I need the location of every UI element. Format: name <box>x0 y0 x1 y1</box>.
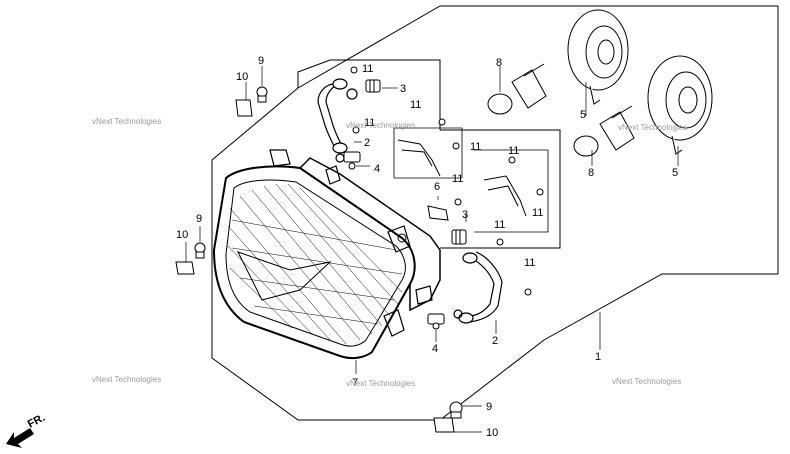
callout-11-h: 11 <box>494 219 505 231</box>
callout-10-upper: 10 <box>236 71 248 83</box>
callout-11-b: 11 <box>364 117 375 129</box>
callout-10-lower: 10 <box>486 427 498 439</box>
clip-10-lower <box>433 417 455 433</box>
callout-2-lower: 2 <box>492 335 498 347</box>
callout-11-a: 11 <box>362 63 373 75</box>
callout-5-upper: 5 <box>580 109 586 121</box>
callout-7: 7 <box>352 377 358 389</box>
spring-clips <box>397 139 527 217</box>
callout-2-upper: 2 <box>364 137 370 149</box>
callouts: 1 2 2 3 3 4 4 5 5 6 7 8 8 9 9 9 10 10 10… <box>176 55 678 439</box>
callout-11-c: 11 <box>410 99 421 111</box>
front-arrow-icon <box>6 428 34 448</box>
callout-11-f: 11 <box>452 173 463 185</box>
callout-9-left: 9 <box>196 213 202 225</box>
front-label: FR. <box>26 412 47 431</box>
dust-cover-lower <box>647 55 713 155</box>
watermark-5: vNext Technologies <box>346 379 415 388</box>
watermark-6: vNext Technologies <box>612 377 681 386</box>
callout-9-upper: 9 <box>258 55 264 67</box>
watermarks: vNext Technologies vNext Technologies vN… <box>92 117 687 388</box>
upper-connector <box>317 78 358 163</box>
callout-4-upper: 4 <box>374 163 380 175</box>
watermark-1: vNext Technologies <box>92 117 161 126</box>
leader-lines <box>185 66 679 433</box>
callout-4-lower: 4 <box>432 343 438 355</box>
adjuster-lower <box>427 313 445 330</box>
callout-6: 6 <box>434 181 440 193</box>
headlight-unit <box>212 149 441 360</box>
front-direction-indicator: FR. <box>6 412 47 448</box>
socket-upper <box>365 79 381 93</box>
callout-11-e: 11 <box>508 145 519 157</box>
callout-11-d: 11 <box>470 141 481 153</box>
watermark-3: vNext Technologies <box>618 123 687 132</box>
callout-3-upper: 3 <box>400 83 406 95</box>
callout-9-lower: 9 <box>486 401 492 413</box>
watermark-4: vNext Technologies <box>92 375 161 384</box>
assembly-frame <box>211 5 779 421</box>
callout-1: 1 <box>595 351 601 363</box>
small-parts <box>175 66 544 433</box>
callout-3-lower: 3 <box>462 209 468 221</box>
clip-10-left <box>175 261 195 275</box>
bolt-9-lower <box>449 401 463 419</box>
inner-frames <box>393 127 549 233</box>
callout-8-upper: 8 <box>496 57 502 69</box>
callout-8-lower: 8 <box>588 167 594 179</box>
watermark-2: vNext Technologies <box>346 121 415 130</box>
bolt-9-upper <box>256 86 268 103</box>
screws-11 <box>350 66 544 296</box>
socket-lower <box>451 229 467 245</box>
bracket-6 <box>427 205 449 221</box>
callout-11-g: 11 <box>532 207 543 219</box>
callout-10-left: 10 <box>176 229 188 241</box>
clip-10-upper <box>235 99 253 117</box>
dust-cover-upper <box>567 9 629 105</box>
adjuster-upper <box>343 151 361 170</box>
bulb-upper <box>487 63 547 115</box>
callout-11-i: 11 <box>524 257 535 269</box>
bolt-9-left <box>194 242 206 259</box>
lower-connector <box>453 251 503 324</box>
callout-5-lower: 5 <box>672 167 678 179</box>
